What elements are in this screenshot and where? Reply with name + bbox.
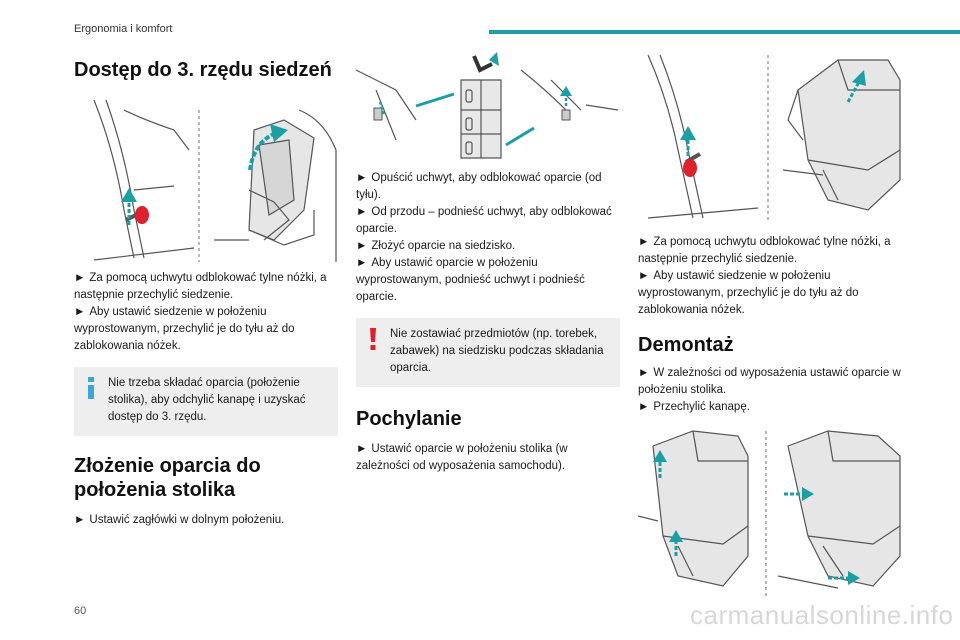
illustration-backrest-unlock bbox=[356, 50, 620, 160]
column-1: Dostęp do 3. rzędu siedzeń bbox=[74, 50, 338, 529]
heading-access-third-row: Dostęp do 3. rzędu siedzeń bbox=[74, 59, 332, 81]
step-raise-handle: ►Od przodu – podnieść uchwyt, aby odblok… bbox=[356, 206, 612, 235]
column-3: ►Za pomocą uchwytu odblokować tylne nóżk… bbox=[638, 50, 902, 596]
step-3-1: ►Za pomocą uchwytu odblokować tylne nóżk… bbox=[638, 236, 891, 265]
step-upright-backrest: ►Aby ustawić oparcie w położeniu wyprost… bbox=[356, 257, 585, 303]
heading-removal: Demontaż bbox=[638, 334, 734, 356]
illustration-seat-unlock-tilt bbox=[638, 50, 902, 222]
column-2: ►Opuścić uchwyt, aby odblokować oparcie … bbox=[356, 50, 620, 475]
watermark: carmanualsonline.info bbox=[690, 600, 954, 630]
warning-icon bbox=[370, 328, 376, 350]
info-icon bbox=[88, 377, 94, 399]
step-table-position: ►Ustawić oparcie w położeniu stolika (w … bbox=[356, 443, 568, 472]
info-note: Nie trzeba składać oparcia (położenie st… bbox=[74, 367, 338, 436]
step-2: ►Aby ustawić siedzenie w położeniu wypro… bbox=[74, 306, 295, 352]
illustration-seat-tilt bbox=[74, 90, 338, 262]
step-3-2: ►Aby ustawić siedzenie w położeniu wypro… bbox=[638, 270, 859, 316]
step-lower-handle: ►Opuścić uchwyt, aby odblokować oparcie … bbox=[356, 172, 602, 201]
step-1: ►Za pomocą uchwytu odblokować tylne nóżk… bbox=[74, 272, 327, 301]
heading-tilting: Pochylanie bbox=[356, 408, 462, 430]
header-title: Ergonomia i komfort bbox=[74, 23, 173, 35]
step-removal-2: ►Przechylić kanapę. bbox=[638, 401, 750, 413]
step-removal-1: ►W zależności od wyposażenia ustawić opa… bbox=[638, 367, 901, 396]
page-number: 60 bbox=[74, 605, 87, 617]
illustration-removal bbox=[638, 426, 902, 596]
header-accent-bar bbox=[489, 30, 960, 34]
heading-table-position: Złożenie oparcia do położenia stolika bbox=[74, 455, 261, 501]
step-headrests: ►Ustawić zagłówki w dolnym położeniu. bbox=[74, 514, 285, 526]
warning-note: Nie zostawiać przedmiotów (np. torebek, … bbox=[356, 318, 620, 387]
step-fold-backrest: ►Złożyć oparcie na siedzisko. bbox=[356, 240, 516, 252]
